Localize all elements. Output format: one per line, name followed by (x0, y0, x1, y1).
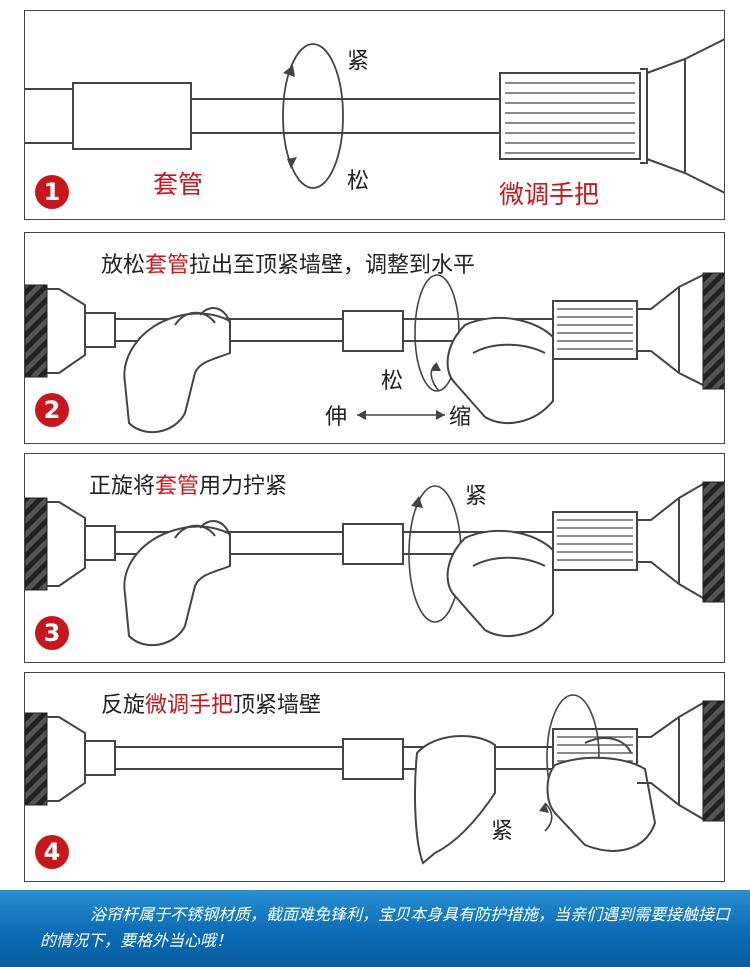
sleeve-label: 套管 (153, 170, 204, 199)
rotation-arrowhead (539, 803, 549, 813)
step-2-panel: 放松套管拉出至顶紧墙壁，调整到水平 松 伸 缩 2 (24, 232, 725, 444)
extend-label: 伸 (325, 405, 348, 430)
caption-text: 用力拧紧 (199, 474, 288, 499)
step-number-badge: 1 (35, 175, 69, 209)
step-number-badge: 4 (35, 835, 69, 869)
right-wall (702, 700, 724, 822)
loosen-label: 松 (347, 169, 370, 194)
tighten-label: 紧 (491, 819, 514, 844)
tighten-label: 紧 (347, 49, 370, 74)
extend-shrink-arrowheads (357, 410, 445, 420)
warning-footer: 浴帘杆属于不锈钢材质，截面难免锋利，宝贝本身具有防护措施，当亲们遇到需要接触接口… (0, 890, 750, 967)
left-wall (25, 284, 48, 378)
caption-text: 放松 (101, 253, 146, 278)
step-4-caption: 反旋微调手把顶紧墙壁 (101, 687, 321, 719)
caption-text: 反旋 (101, 693, 146, 718)
right-wall (702, 272, 724, 390)
loosen-label: 松 (381, 369, 404, 394)
tighten-handle-diagram (25, 694, 724, 865)
step-3-caption: 正旋将套管用力拧紧 (89, 468, 287, 500)
rotation-arrowhead (411, 496, 423, 508)
left-wall (25, 497, 48, 591)
rotation-arrowheads (283, 65, 297, 169)
step-1-panel: 紧 松 套管 微调手把 1 (24, 10, 725, 220)
step-number-badge: 2 (35, 393, 69, 427)
caption-highlight: 套管 (155, 474, 200, 499)
right-wall (702, 481, 724, 603)
shrink-label: 缩 (449, 405, 472, 430)
step-2-caption: 放松套管拉出至顶紧墙壁，调整到水平 (101, 247, 475, 279)
caption-text: 拉出至顶紧墙壁，调整到水平 (189, 253, 476, 278)
step-3-panel: 正旋将套管用力拧紧 紧 3 (24, 453, 725, 663)
step-number-badge: 3 (35, 616, 69, 650)
caption-text: 顶紧墙壁 (233, 693, 322, 718)
warning-text: 浴帘杆属于不锈钢材质，截面难免锋利，宝贝本身具有防护措施，当亲们遇到需要接触接口… (40, 905, 731, 950)
rod-assembly-diagram (25, 38, 724, 194)
left-wall (25, 712, 48, 806)
tighten-label: 紧 (465, 484, 488, 509)
extend-adjust-diagram (25, 272, 724, 433)
tighten-sleeve-diagram (25, 481, 724, 646)
caption-highlight: 套管 (145, 253, 190, 278)
step-4-panel: 反旋微调手把顶紧墙壁 紧 4 (24, 672, 725, 882)
caption-highlight: 微调手把 (145, 693, 234, 718)
fine-tune-handle-label: 微调手把 (499, 180, 600, 209)
loosen-arrowhead (431, 363, 441, 371)
caption-text: 正旋将 (89, 474, 156, 499)
